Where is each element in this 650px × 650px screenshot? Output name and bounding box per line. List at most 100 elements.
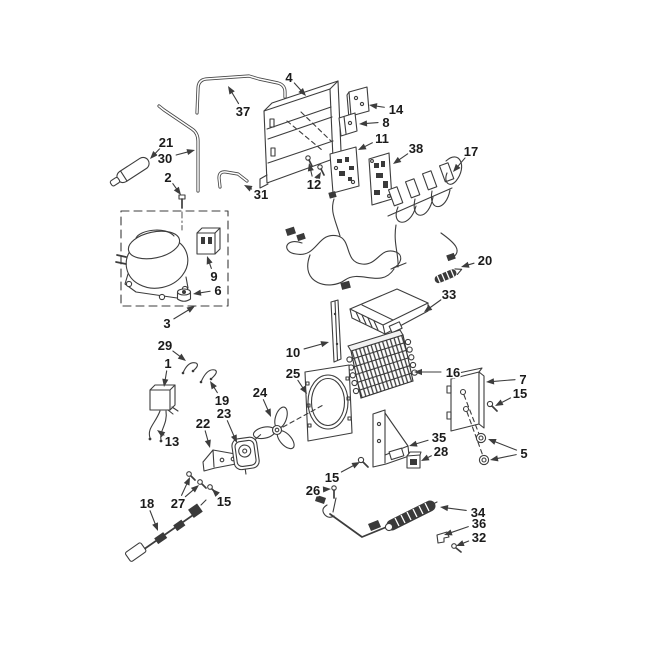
callout-leader-line xyxy=(456,157,466,168)
callout-leader-line xyxy=(230,90,240,105)
callout-arrowhead xyxy=(358,143,367,150)
callout-arrowhead xyxy=(351,462,360,469)
main-wire-harness xyxy=(285,191,402,290)
suction-tube-30 xyxy=(157,104,200,193)
callout-arrowhead xyxy=(440,504,449,512)
callout-label: 22 xyxy=(196,416,210,431)
screw-20 xyxy=(434,268,463,284)
callout-label: 23 xyxy=(217,406,231,421)
callout-label: 31 xyxy=(254,187,268,202)
wire-harness-18 xyxy=(124,499,207,562)
screw-32 xyxy=(451,543,462,553)
callout-arrowhead xyxy=(409,440,418,447)
screw-15-right xyxy=(486,400,498,412)
callout-label: 33 xyxy=(442,287,456,302)
callout-arrowhead xyxy=(444,529,453,536)
callout-arrowhead xyxy=(162,378,169,387)
callout-label: 18 xyxy=(140,496,154,511)
callout-leader-line xyxy=(262,399,270,413)
callout-label: 24 xyxy=(253,385,268,400)
callout-arrowhead xyxy=(456,540,465,546)
callout-arrowhead xyxy=(212,489,220,497)
control-board-38 xyxy=(368,152,393,206)
callout-leader-line xyxy=(226,420,236,439)
callout-arrowhead xyxy=(177,353,186,361)
screws-12 xyxy=(305,155,325,176)
callout-label: 36 xyxy=(472,516,486,531)
wire-harness-17 xyxy=(387,156,463,270)
tube-31 xyxy=(217,170,249,189)
fan-blade-24 xyxy=(252,406,295,450)
callout-arrowhead xyxy=(230,434,237,443)
callout-leader-line xyxy=(173,308,191,320)
callout-arrowhead xyxy=(244,185,253,192)
callout-label: 19 xyxy=(215,393,229,408)
callout-arrowhead xyxy=(320,341,329,348)
screws-27 xyxy=(186,471,207,489)
callout-label: 32 xyxy=(472,530,486,545)
callout-arrowhead xyxy=(186,149,195,156)
callout-label: 35 xyxy=(432,430,446,445)
callout-label: 30 xyxy=(158,151,172,166)
callout-arrowhead xyxy=(453,163,461,172)
callout-label: 15 xyxy=(513,386,527,401)
callout-arrowhead xyxy=(414,368,422,376)
wire-clip-19 xyxy=(199,369,217,384)
callout-label: 10 xyxy=(286,345,300,360)
callout-leader-line xyxy=(449,526,469,534)
bracket-35 xyxy=(372,409,410,468)
callout-label: 9 xyxy=(210,269,217,284)
callout-leader-line xyxy=(493,440,518,451)
callout-label: 4 xyxy=(285,70,293,85)
callout-label: 28 xyxy=(434,444,448,459)
callout-leader-line xyxy=(495,454,517,460)
compressor-assembly-3 xyxy=(115,210,229,307)
callout-arrowhead xyxy=(486,378,495,385)
callout-label: 3 xyxy=(163,316,170,331)
callout-arrowhead xyxy=(424,304,433,312)
callout-arrowhead xyxy=(190,485,199,493)
callout-arrowhead xyxy=(264,408,271,417)
callout-label: 15 xyxy=(325,470,339,485)
callout-leader-line xyxy=(428,299,442,310)
wires-13 xyxy=(148,410,167,443)
callout-label: 2 xyxy=(164,170,171,185)
callout-label: 5 xyxy=(520,446,527,461)
fan-shroud-25 xyxy=(282,364,353,442)
callout-arrowhead xyxy=(369,103,378,110)
callout-leader-line xyxy=(149,510,157,526)
callout-arrowhead xyxy=(183,477,190,486)
callout-arrowhead xyxy=(228,86,235,95)
callout-label: 15 xyxy=(217,494,231,509)
callout-leader-line xyxy=(340,464,356,473)
callout-label: 21 xyxy=(159,135,173,150)
callout-arrowhead xyxy=(186,306,195,313)
defrost-heater-34 xyxy=(315,495,438,538)
callout-label: 13 xyxy=(165,434,179,449)
callout-arrowhead xyxy=(298,87,306,96)
callout-leader-line xyxy=(180,481,189,496)
bracket-8 xyxy=(338,112,358,137)
callout-label: 12 xyxy=(307,177,321,192)
callout-arrowhead xyxy=(210,381,217,390)
callout-label: 37 xyxy=(236,104,250,119)
callout-label: 29 xyxy=(158,338,172,353)
callout-arrowhead xyxy=(490,455,499,462)
callout-arrowhead xyxy=(193,289,202,296)
callout-leader-line xyxy=(175,150,190,156)
callout-arrowhead xyxy=(393,156,402,164)
callout-arrowhead xyxy=(299,385,307,394)
callout-label: 26 xyxy=(306,483,320,498)
callout-arrowhead xyxy=(204,439,211,448)
shield-strip-10 xyxy=(330,299,342,363)
callout-arrowhead xyxy=(152,522,158,531)
callout-leader-line xyxy=(414,439,429,445)
screw-15-mid xyxy=(357,456,369,468)
callout-arrowhead xyxy=(150,151,158,159)
thermostat-28 xyxy=(406,451,422,469)
drain-pan-33 xyxy=(349,288,429,335)
wire-clip-29 xyxy=(181,362,198,375)
